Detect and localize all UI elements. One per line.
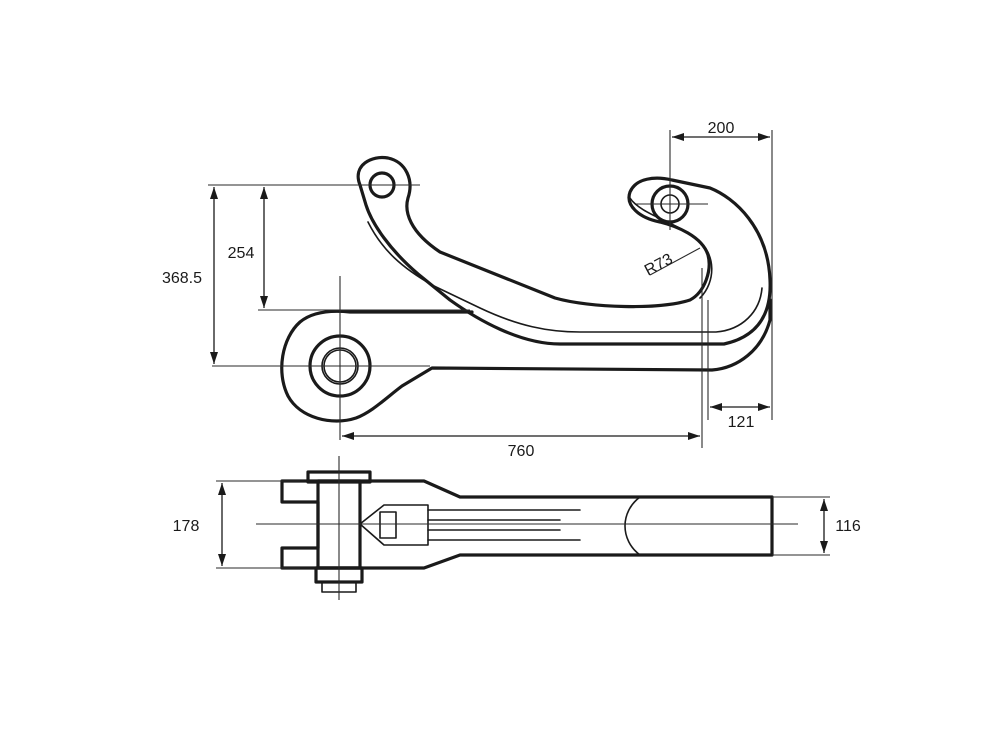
dim-760: 760 <box>342 432 700 460</box>
dim-121: 121 <box>710 403 770 431</box>
dim-178-label: 178 <box>173 518 200 535</box>
dim-200-label: 200 <box>708 120 735 137</box>
hook-tip-inner-line <box>629 197 713 299</box>
dim-r73-label: R73 <box>642 251 676 280</box>
dim-116-label: 116 <box>835 518 861 535</box>
dim-760-label: 760 <box>508 443 535 460</box>
dim-200: 200 <box>672 120 770 141</box>
dim-368-5-label: 368.5 <box>162 270 202 287</box>
dim-r73: R73 <box>642 251 676 280</box>
dim-121-label: 121 <box>728 414 755 431</box>
socket-taper <box>359 504 429 546</box>
dim-254-label: 254 <box>228 245 255 262</box>
socket-block <box>379 511 397 539</box>
link-body-outline <box>280 298 772 423</box>
hook-arm-outline <box>356 155 772 346</box>
dim-178: 178 <box>173 483 226 566</box>
plan-view <box>216 456 830 600</box>
side-view <box>208 130 773 448</box>
shank-transition <box>624 496 641 556</box>
radius-leader <box>649 247 701 276</box>
dim-254: 254 <box>228 187 268 308</box>
dim-368-5: 368.5 <box>162 187 218 364</box>
hook-arm-inner-line <box>367 221 763 333</box>
dim-116: 116 <box>820 499 861 553</box>
